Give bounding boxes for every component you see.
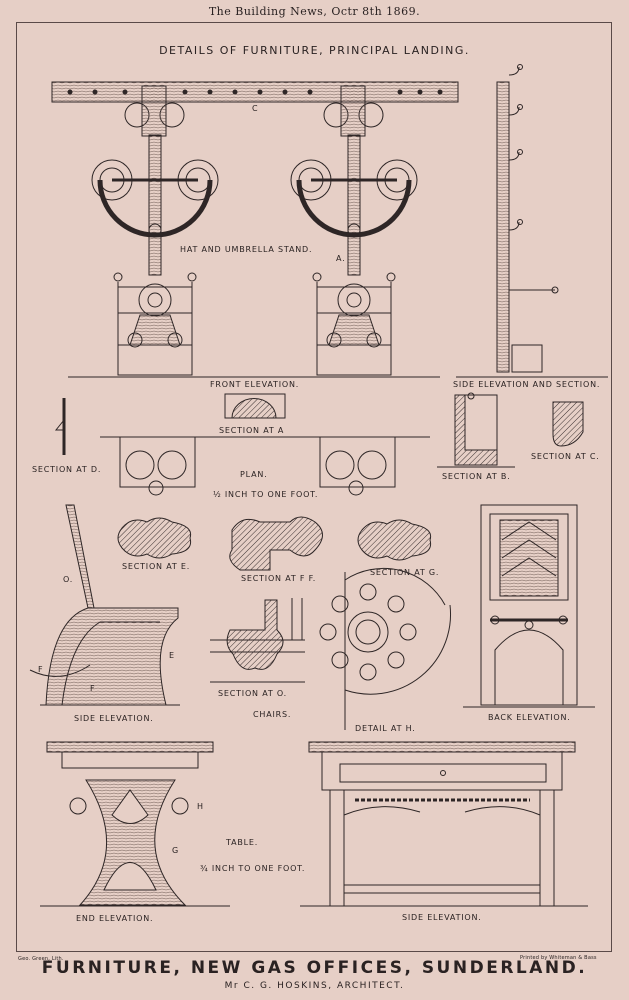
publication-header: The Building News, Octr 8th 1869. — [208, 5, 421, 18]
mark-o: O. — [63, 575, 74, 584]
detail-h — [319, 567, 452, 730]
table-side-elevation — [300, 741, 588, 907]
chairs-label: CHAIRS. — [253, 710, 292, 719]
section-d-label: SECTION AT D. — [32, 465, 102, 474]
mark-g: G — [172, 846, 179, 855]
sheet-title: DETAILS OF FURNITURE, PRINCIPAL LANDING. — [159, 44, 470, 57]
scale-three-quarter-label: ¾ INCH TO ONE FOOT. — [200, 864, 306, 873]
chair-side-elevation-label: SIDE ELEVATION. — [74, 714, 154, 723]
section-ff-label: SECTION AT F F. — [241, 574, 317, 583]
section-a-label: SECTION AT A — [219, 426, 285, 435]
table-side-elevation-label: SIDE ELEVATION. — [402, 913, 482, 922]
section-ff — [229, 516, 323, 571]
mark-f-right: F — [90, 684, 96, 693]
side-elevation-section-label: SIDE ELEVATION AND SECTION. — [453, 380, 601, 389]
section-g-label: SECTION AT G. — [370, 568, 440, 577]
border-frame — [16, 22, 612, 952]
mark-f-left: F — [38, 665, 44, 674]
back-elevation-label: BACK ELEVATION. — [488, 713, 571, 722]
section-c-label: SECTION AT C. — [531, 452, 600, 461]
table-label: TABLE. — [226, 838, 259, 847]
section-c — [552, 401, 584, 447]
section-b — [437, 392, 515, 468]
section-e-label: SECTION AT E. — [122, 562, 191, 571]
lithographer-credit: Geo. Green, Lith. — [18, 956, 64, 962]
chair-back-elevation — [463, 504, 595, 708]
detail-h-label: DETAIL AT H. — [355, 724, 416, 733]
mark-a: A. — [336, 254, 346, 263]
architect-subtitle: Mr C. G. HOSKINS, ARCHITECT. — [224, 981, 405, 991]
mark-h: H — [197, 802, 204, 811]
section-o-label: SECTION AT O. — [218, 689, 287, 698]
section-e — [117, 517, 192, 559]
hat-stand-front-elevation — [51, 81, 459, 378]
section-a — [224, 393, 286, 419]
hat-stand-label: HAT AND UMBRELLA STAND. — [180, 245, 313, 254]
section-b-label: SECTION AT B. — [442, 472, 511, 481]
hat-stand-side-elevation — [456, 64, 608, 378]
scale-half-label: ½ INCH TO ONE FOOT. — [213, 490, 319, 499]
plan-view — [100, 436, 430, 496]
section-g — [357, 519, 432, 561]
front-elevation-label: FRONT ELEVATION. — [210, 380, 300, 389]
end-elevation-label: END ELEVATION. — [76, 914, 154, 923]
section-o — [210, 598, 305, 683]
mark-e: E — [169, 651, 175, 660]
mark-c: C — [252, 104, 259, 113]
main-title: FURNITURE, NEW GAS OFFICES, SUNDERLAND. — [41, 958, 588, 978]
section-d — [54, 398, 66, 455]
chair-side-elevation — [29, 504, 180, 706]
table-end-elevation — [40, 741, 230, 907]
printer-credit: Printed by Whiteman & Bass — [520, 955, 597, 961]
plan-label: PLAN. — [240, 470, 268, 479]
